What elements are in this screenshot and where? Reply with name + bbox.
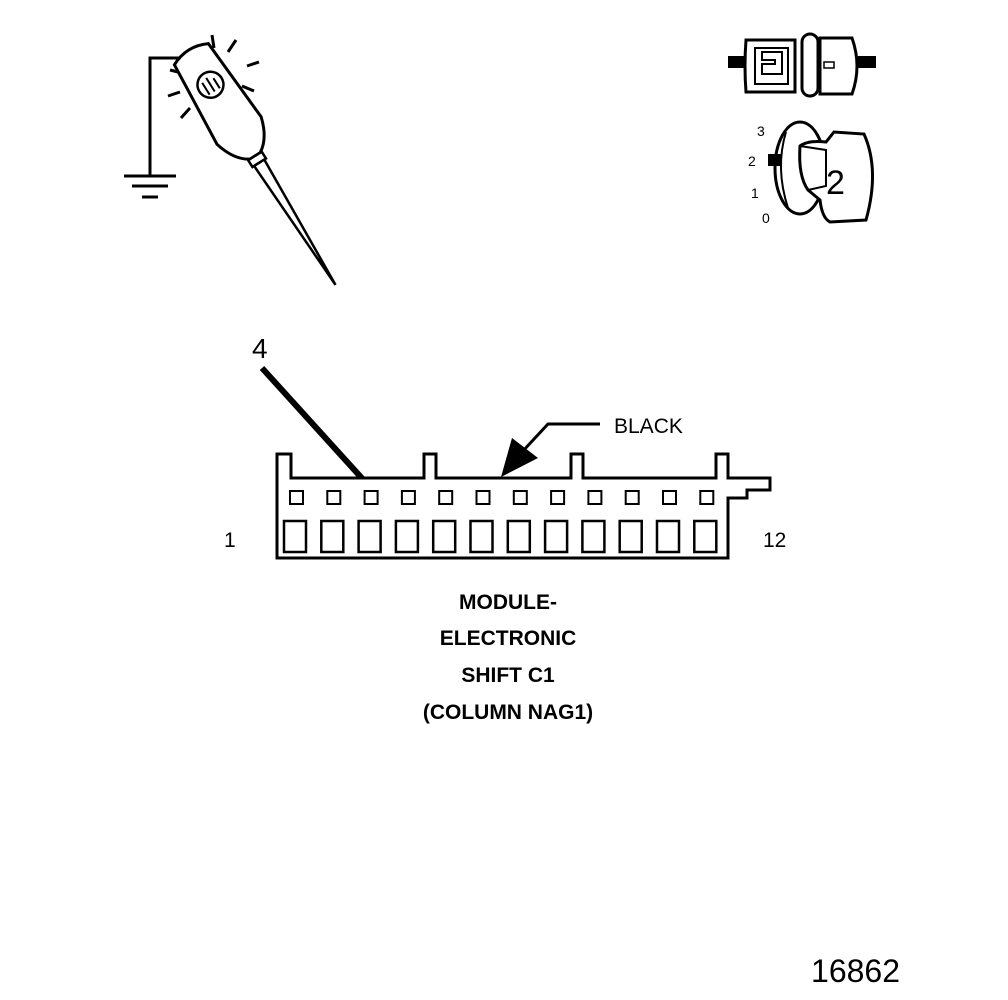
cavity-10	[618, 519, 643, 554]
latch-slot-1	[289, 490, 304, 505]
callout-pin-number: 4	[252, 333, 268, 364]
title-line-1: MODULE-	[459, 591, 557, 614]
title-line-3: SHIFT C1	[461, 664, 555, 687]
latch-slots	[289, 490, 715, 505]
cavity-3	[357, 519, 382, 554]
cavity-row	[282, 519, 718, 554]
cavity-5	[431, 519, 457, 554]
cavity-7	[506, 519, 532, 554]
cavity-1	[282, 519, 308, 554]
cavity-12	[693, 519, 718, 554]
latch-slot-4	[400, 490, 416, 505]
ignition-key-number: 2	[826, 164, 845, 202]
ignition-position-1: 1	[751, 185, 759, 201]
latch-slot-10	[624, 490, 640, 505]
ignition-position-2: 2	[748, 153, 756, 169]
ignition-position-3: 3	[757, 123, 765, 139]
cavity-end-label: 12	[763, 529, 786, 552]
latch-slot-8	[550, 490, 566, 505]
ground-symbol-icon	[124, 56, 190, 199]
color-leader-arrow-icon	[501, 422, 600, 477]
cavity-9	[581, 519, 606, 554]
cavity-6	[469, 519, 494, 554]
figure-number: 16862	[811, 953, 900, 989]
cavity-4	[394, 519, 420, 554]
cavity-8	[543, 519, 569, 554]
cavity-2	[320, 519, 345, 554]
latch-slot-7	[512, 490, 528, 505]
color-label: BLACK	[614, 415, 683, 438]
title-line-2: ELECTRONIC	[440, 627, 577, 650]
cavity-11	[655, 519, 681, 554]
test-light-probe-icon	[167, 34, 337, 286]
latch-slot-2	[326, 490, 342, 505]
ignition-key-icon	[768, 120, 874, 224]
cavity-start-label: 1	[224, 529, 236, 552]
connector-disconnect-icon	[728, 32, 876, 98]
ignition-position-0: 0	[762, 210, 770, 226]
latch-slot-6	[475, 490, 491, 505]
latch-slot-12	[699, 490, 715, 505]
latch-slot-9	[587, 490, 603, 505]
latch-slot-3	[363, 490, 379, 505]
latch-slot-5	[438, 490, 454, 505]
title-line-4: (COLUMN NAG1)	[423, 701, 593, 724]
latch-slot-11	[662, 490, 677, 505]
